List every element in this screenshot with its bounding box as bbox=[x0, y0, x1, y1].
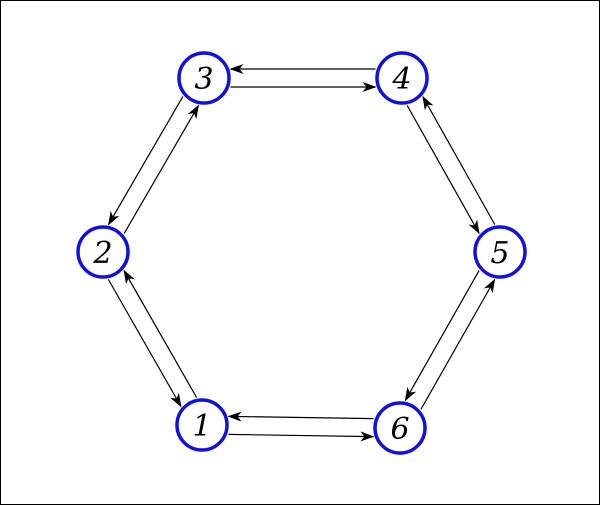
edge-1-to-2 bbox=[123, 269, 198, 398]
edge-2-to-3 bbox=[123, 104, 200, 234]
edge-layer bbox=[107, 64, 496, 442]
node-3: 3 bbox=[177, 51, 231, 105]
node-circle-2 bbox=[76, 225, 130, 279]
edge-6-to-5 bbox=[420, 278, 496, 410]
edge-5-to-4 bbox=[422, 95, 496, 225]
node-circle-4 bbox=[375, 51, 429, 105]
edge-3-to-2 bbox=[107, 96, 184, 226]
node-label-3: 3 bbox=[194, 62, 213, 97]
edge-2-to-1 bbox=[107, 279, 182, 408]
node-label-5: 5 bbox=[490, 236, 509, 271]
node-6: 6 bbox=[373, 401, 427, 455]
node-circle-1 bbox=[175, 398, 229, 452]
edge-6-to-1 bbox=[227, 411, 374, 422]
node-layer: 1 2 3 4 5 6 bbox=[76, 51, 527, 455]
node-circle-6 bbox=[373, 401, 427, 455]
edge-5-to-6 bbox=[404, 270, 480, 402]
node-circle-3 bbox=[177, 51, 231, 105]
node-2: 2 bbox=[76, 225, 130, 279]
node-label-4: 4 bbox=[391, 62, 411, 97]
node-5: 5 bbox=[473, 225, 527, 279]
node-label-2: 2 bbox=[92, 236, 112, 271]
edge-4-to-5 bbox=[406, 105, 480, 235]
edge-1-to-6 bbox=[228, 431, 375, 442]
node-label-1: 1 bbox=[192, 409, 211, 444]
node-circle-5 bbox=[473, 225, 527, 279]
node-label-6: 6 bbox=[390, 412, 409, 447]
node-4: 4 bbox=[375, 51, 429, 105]
node-1: 1 bbox=[175, 398, 229, 452]
